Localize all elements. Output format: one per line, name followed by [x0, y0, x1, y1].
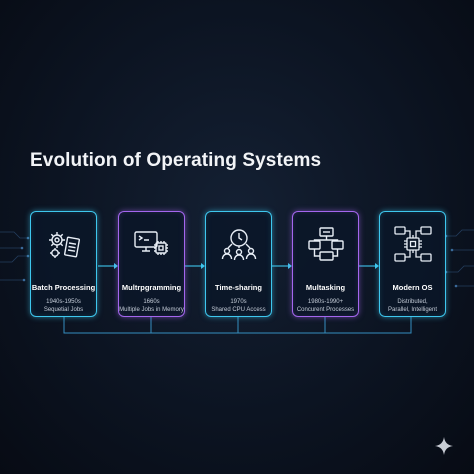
stage-name: Modern OS: [392, 283, 433, 292]
stage-period: 1980s-1990+: [307, 299, 344, 305]
stage-period: 1940s-1950s: [46, 299, 81, 305]
stage-description: Parallel, Intelligent: [387, 307, 438, 313]
stage-card-multitasking: Multasking 1980s-1990+ Concurent Process…: [292, 211, 359, 317]
stage-name: Time-sharing: [215, 283, 262, 292]
stage-period: 1660s: [143, 299, 160, 305]
stage-card-modern-os: Modern OS Distributed, Parallel, Intelli…: [379, 211, 446, 317]
stage-description: Concurent Processes: [296, 307, 355, 313]
process-windows-icon: [308, 227, 344, 261]
stage-card-multiprogramming: Multrpgramming 1660s Multiple Jobs in Me…: [118, 211, 185, 317]
stage-name: Batch Processing: [31, 283, 96, 292]
page-title: Evolution of Operating Systems: [30, 150, 322, 171]
stage-period: 1970s: [230, 299, 247, 305]
clock-users-icon: [221, 229, 257, 261]
gears-document-icon: [49, 232, 81, 258]
stage-card-time-sharing: Time-sharing 1970s Shared CPU Access: [205, 211, 272, 317]
stage-period: Distributed,: [397, 299, 428, 305]
stage-description: Sequetial Jobs: [43, 307, 84, 313]
stage-card-batch-processing: Batch Processing 1940s-1950s Sequetial J…: [30, 211, 97, 317]
stage-description: Shared CPU Access: [211, 307, 266, 313]
sparkle-icon: [435, 437, 453, 455]
stage-description: Multiple Jobs in Memory: [119, 307, 184, 313]
monitor-cpu-icon: [134, 231, 168, 255]
stage-name: Multrpgramming: [121, 283, 182, 292]
stage-name: Multasking: [305, 283, 346, 292]
chip-network-icon: [394, 226, 432, 262]
